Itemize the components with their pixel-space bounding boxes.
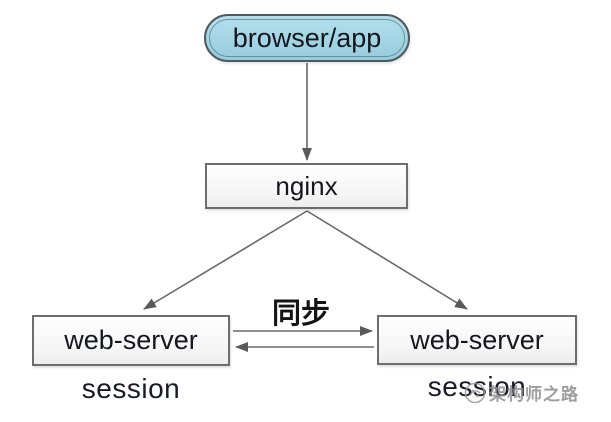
session-label-left: session <box>81 373 181 404</box>
watermark-text: 架构师之路 <box>489 385 579 404</box>
watermark: 架构师之路 <box>464 380 579 405</box>
sync-edge-label: 同步 <box>271 298 330 330</box>
node-web-server-right: web-server <box>377 315 577 365</box>
node-web-server-left-label: web-server <box>64 325 198 355</box>
node-browser-app: browser/app <box>204 14 410 62</box>
node-browser-app-label: browser/app <box>232 22 382 53</box>
node-web-server-left: web-server <box>32 315 230 366</box>
session-label-right: session <box>427 371 527 402</box>
node-nginx: nginx <box>205 163 408 209</box>
node-web-server-right-label: web-server <box>410 324 544 355</box>
architect-road-logo-icon <box>464 382 486 403</box>
node-nginx-label: nginx <box>275 170 338 201</box>
